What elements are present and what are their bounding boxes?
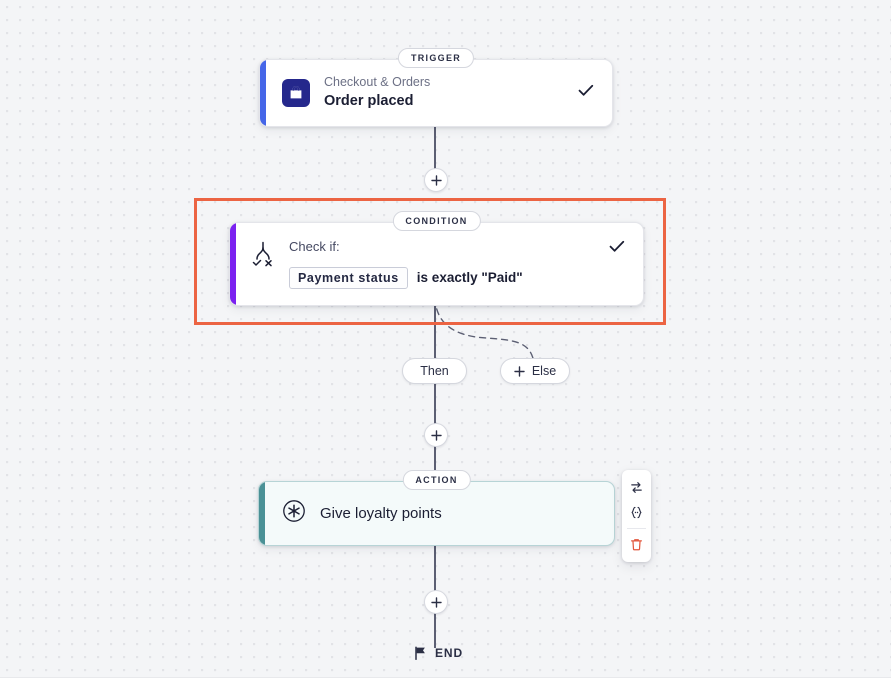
branch-then-label: Then xyxy=(420,364,449,378)
delete-icon[interactable] xyxy=(622,532,651,557)
action-type-pill: ACTION xyxy=(402,470,471,490)
add-step-button-1[interactable] xyxy=(424,168,448,192)
condition-card[interactable]: Check if: Payment status is exactly "Pai… xyxy=(229,222,644,306)
toolbar-divider xyxy=(627,528,646,529)
action-accent-bar xyxy=(259,482,265,545)
end-label: END xyxy=(435,646,464,660)
condition-node[interactable]: CONDITION Check if: Payment status xyxy=(229,211,644,306)
connector-trigger-to-condition xyxy=(434,126,436,180)
trigger-text-block: Checkout & Orders Order placed xyxy=(324,74,568,111)
action-node[interactable]: ACTION Give loyalty points xyxy=(258,470,615,546)
add-step-button-2[interactable] xyxy=(424,423,448,447)
check-icon xyxy=(578,84,594,102)
branch-then-button[interactable]: Then xyxy=(402,358,467,384)
add-step-button-3[interactable] xyxy=(424,590,448,614)
node-toolbar[interactable] xyxy=(622,470,651,562)
condition-expression: is exactly "Paid" xyxy=(416,270,523,286)
trigger-title: Order placed xyxy=(324,93,414,110)
trigger-type-pill: TRIGGER xyxy=(397,48,475,68)
condition-field-token[interactable]: Payment status xyxy=(289,266,408,289)
action-title: Give loyalty points xyxy=(320,505,442,522)
flag-icon xyxy=(414,646,427,660)
branch-condition-icon xyxy=(251,241,277,272)
condition-label: Check if: xyxy=(289,239,340,254)
else-branch-path xyxy=(434,297,535,363)
asterisk-circle-icon xyxy=(282,499,306,528)
end-marker: END xyxy=(414,646,463,660)
condition-accent-bar xyxy=(230,223,236,305)
shopping-bag-icon xyxy=(282,79,310,107)
branch-else-button[interactable]: Else xyxy=(500,358,570,384)
condition-selection-frame xyxy=(194,198,666,325)
variables-icon[interactable] xyxy=(622,500,651,525)
trigger-accent-bar xyxy=(260,60,266,126)
check-icon xyxy=(609,240,625,258)
plus-icon xyxy=(514,365,525,377)
trigger-node[interactable]: TRIGGER Checkout & Orders Order placed xyxy=(259,48,613,127)
replace-icon[interactable] xyxy=(622,475,651,500)
action-card[interactable]: Give loyalty points xyxy=(258,481,615,546)
branch-else-label: Else xyxy=(531,364,557,378)
condition-type-pill: CONDITION xyxy=(392,211,481,231)
trigger-app-name: Checkout & Orders xyxy=(324,75,431,90)
connector-condition-to-then xyxy=(434,303,436,361)
trigger-card[interactable]: Checkout & Orders Order placed xyxy=(259,59,613,127)
